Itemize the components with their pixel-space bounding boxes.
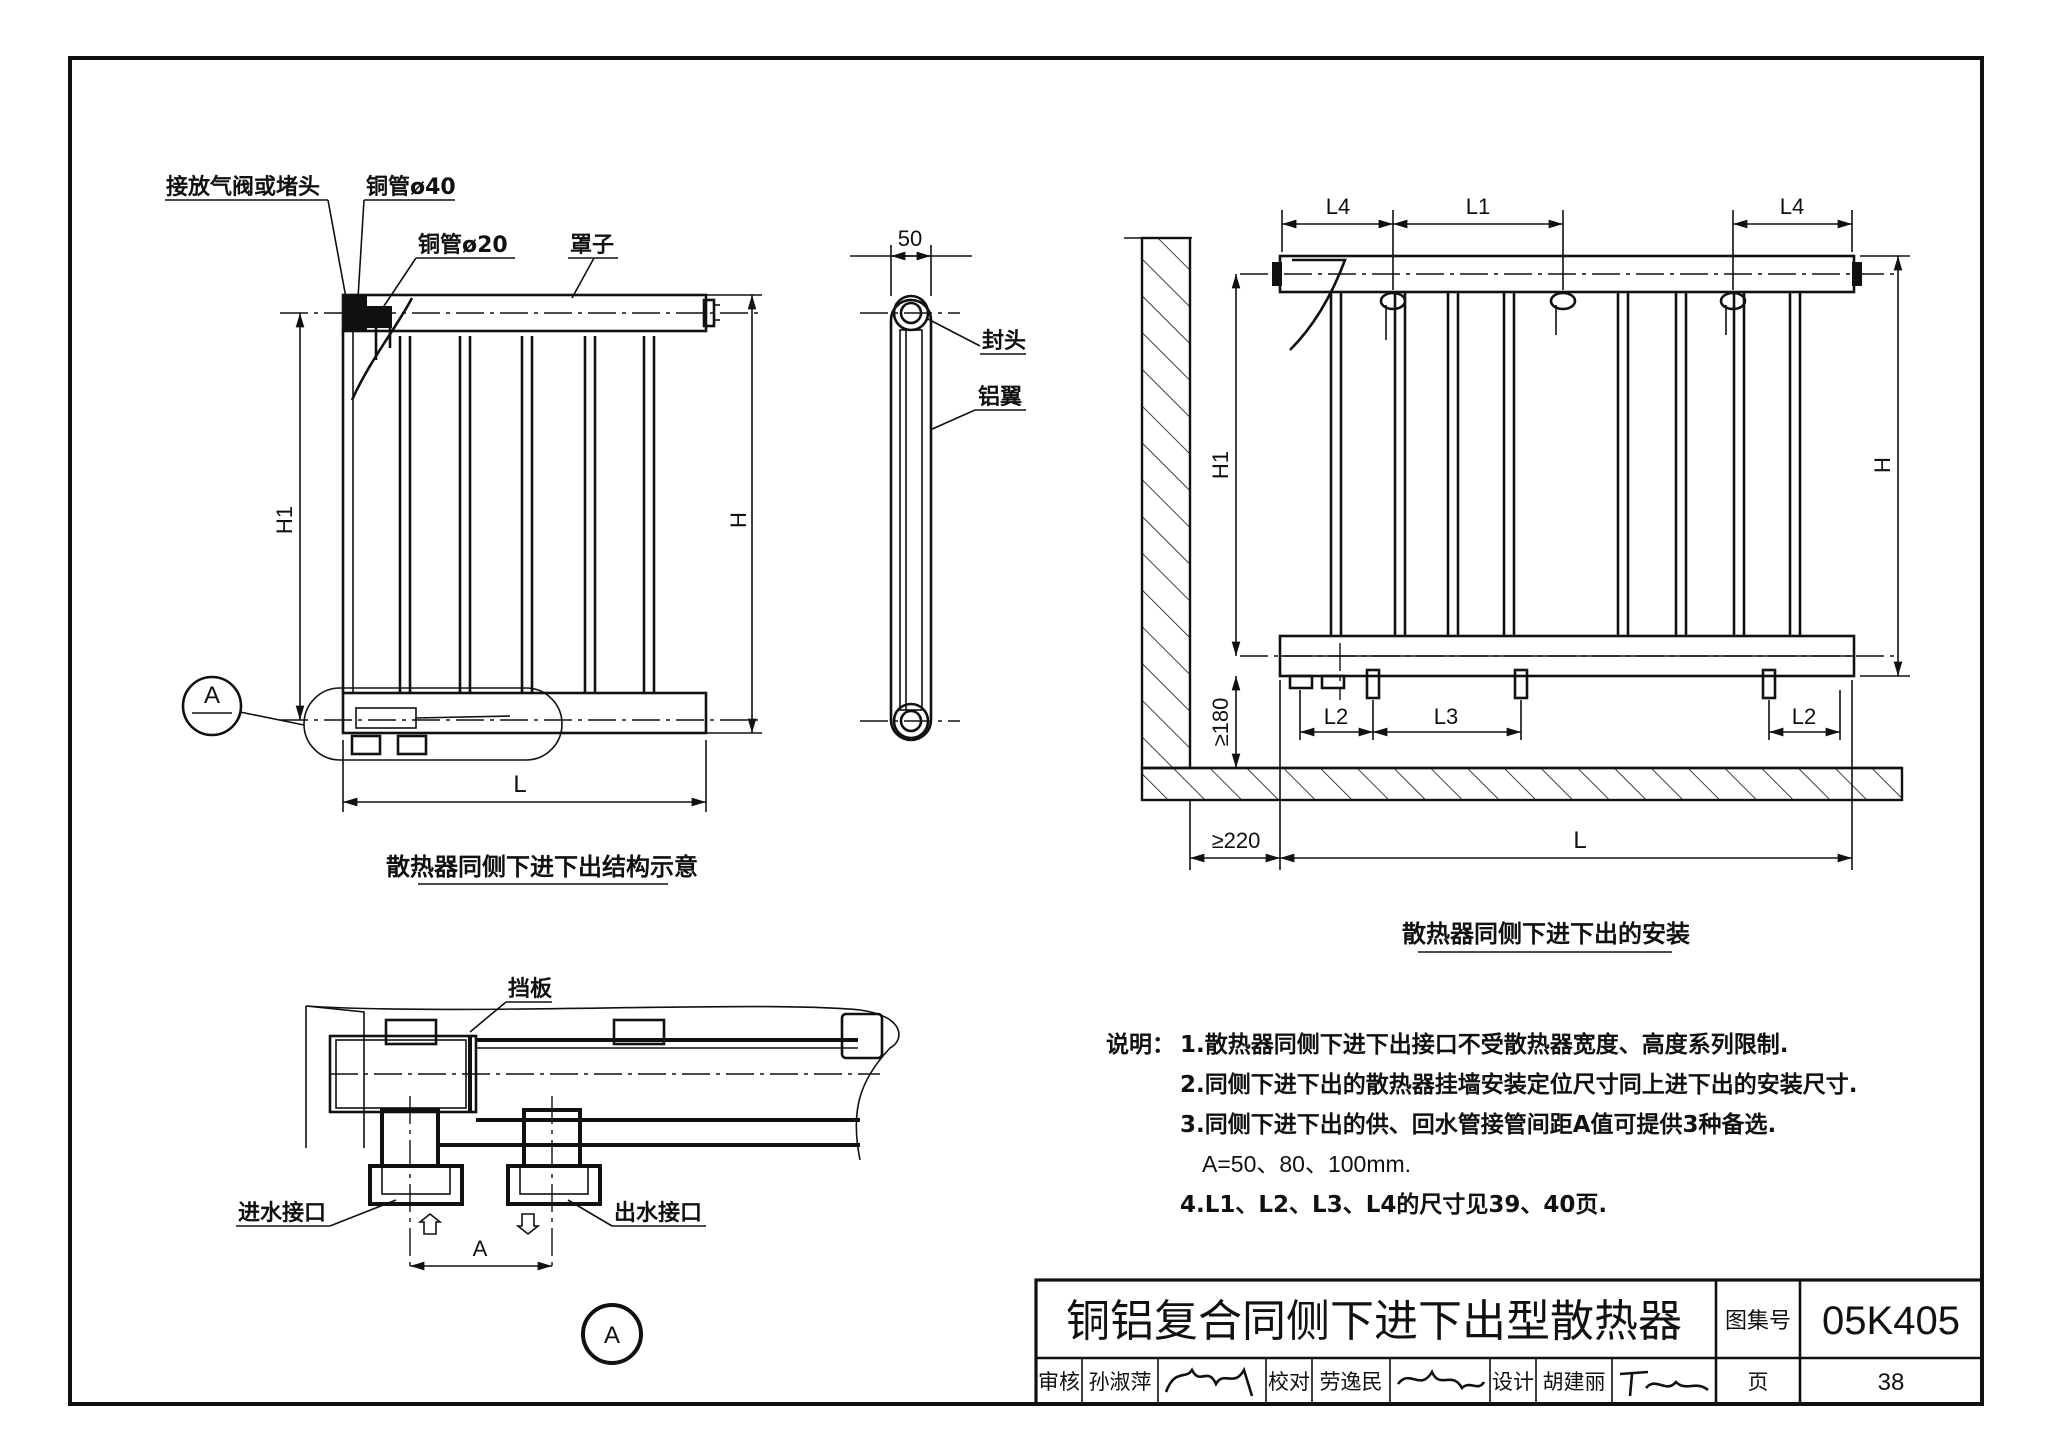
check-label: 校对 bbox=[1268, 1371, 1310, 1394]
page-number: 38 bbox=[1878, 1369, 1905, 1396]
drawing-title: 铜铝复合同侧下进下出型散热器 bbox=[1066, 1297, 1682, 1346]
side-dim-50: 50 bbox=[898, 226, 922, 251]
wall bbox=[1140, 236, 1192, 770]
check-signature bbox=[1396, 1369, 1486, 1391]
detail-dim-a: A bbox=[473, 1236, 488, 1261]
note-1: 1.散热器同侧下进下出接口不受散热器宽度、高度系列限制. bbox=[1180, 1031, 1788, 1058]
page-label: 页 bbox=[1748, 1371, 1769, 1394]
note-3-values: A=50、80、100mm. bbox=[1202, 1151, 1411, 1177]
bottom-copper-pipe bbox=[341, 691, 708, 735]
review-label: 审核 bbox=[1038, 1371, 1080, 1394]
design-name: 胡建丽 bbox=[1543, 1371, 1606, 1394]
view-detail-a: 挡板 进水接口 出水接口 A A bbox=[236, 977, 900, 1365]
svg-text:A: A bbox=[604, 1322, 620, 1349]
detail-a-title-circle bbox=[581, 1303, 643, 1365]
atlas-number: 05K405 bbox=[1822, 1299, 1960, 1343]
note-2: 2.同侧下进下出的散热器挂墙安装定位尺寸同上进下出的安装尺寸. bbox=[1180, 1071, 1857, 1098]
sheet-border bbox=[68, 56, 1984, 1406]
label-inlet: 进水接口 bbox=[238, 1201, 326, 1226]
label-aluminum-fin: 铝翼 bbox=[978, 384, 1022, 410]
v2-dim-l3: L3 bbox=[1434, 704, 1458, 729]
notes-prefix: 说明： bbox=[1106, 1031, 1175, 1058]
notes: 说明： 1.散热器同侧下进下出接口不受散热器宽度、高度系列限制. 2.同侧下进下… bbox=[1106, 1031, 1857, 1218]
label-cover: 罩子 bbox=[570, 233, 614, 258]
v2-dim-220: ≥220 bbox=[1212, 828, 1261, 853]
design-label: 设计 bbox=[1492, 1371, 1534, 1394]
detail-a-marker bbox=[181, 675, 243, 737]
review-name: 孙淑萍 bbox=[1089, 1371, 1152, 1394]
v2-dim-l: L bbox=[1573, 827, 1586, 854]
check-name: 劳逸民 bbox=[1320, 1371, 1383, 1394]
v2-dim-h: H bbox=[1870, 457, 1895, 473]
label-copper-pipe-40: 铜管ø40 bbox=[366, 174, 456, 200]
view-installation: L4 L1 L4 H1 H ≥180 L2 L3 L2 ≥220 L 散热器同侧… bbox=[1124, 194, 1910, 953]
v2-dim-l4-left: L4 bbox=[1326, 194, 1350, 219]
view-side: 50 封头 铝翼 bbox=[850, 226, 1026, 742]
svg-text:A: A bbox=[204, 682, 220, 709]
v2-caption: 散热器同侧下进下出的安装 bbox=[1402, 920, 1690, 948]
floor bbox=[1140, 766, 1904, 802]
v2-dim-l2-right: L2 bbox=[1792, 704, 1816, 729]
label-baffle: 挡板 bbox=[508, 977, 553, 1002]
design-signature bbox=[1619, 1370, 1709, 1397]
v2-dim-h1: H1 bbox=[1208, 451, 1233, 479]
review-signature bbox=[1164, 1366, 1254, 1397]
label-end-cap: 封头 bbox=[982, 329, 1026, 354]
atlas-label: 图集号 bbox=[1725, 1308, 1791, 1333]
note-3: 3.同侧下进下出的供、回水管接管间距A值可提供3种备选. bbox=[1180, 1111, 1776, 1138]
label-outlet: 出水接口 bbox=[614, 1201, 702, 1226]
title-block: 铜铝复合同侧下进下出型散热器 图集号 05K405 审核 孙淑萍 校对 劳逸民 … bbox=[1034, 1278, 1984, 1406]
v2-dim-180: ≥180 bbox=[1208, 698, 1233, 747]
note-4: 4.L1、L2、L3、L4的尺寸见39、40页. bbox=[1180, 1191, 1607, 1218]
v2-dim-l2-left: L2 bbox=[1324, 704, 1348, 729]
label-copper-pipe-20: 铜管ø20 bbox=[418, 232, 508, 258]
v1-dim-h: H bbox=[726, 512, 751, 528]
v1-caption: 散热器同侧下进下出结构示意 bbox=[386, 853, 698, 881]
v2-dim-l4-right: L4 bbox=[1780, 194, 1804, 219]
label-vent-valve: 接放气阀或堵头 bbox=[166, 174, 320, 200]
view-structure: H1 H L 接放气阀或堵头 铜管ø40 铜管ø20 罩子 A 散热器同侧下进下… bbox=[165, 174, 762, 885]
v1-dim-l: L bbox=[513, 771, 526, 798]
detail-a-callout bbox=[303, 687, 563, 761]
v1-dim-h1: H1 bbox=[272, 506, 297, 534]
v2-dim-l1: L1 bbox=[1466, 194, 1490, 219]
